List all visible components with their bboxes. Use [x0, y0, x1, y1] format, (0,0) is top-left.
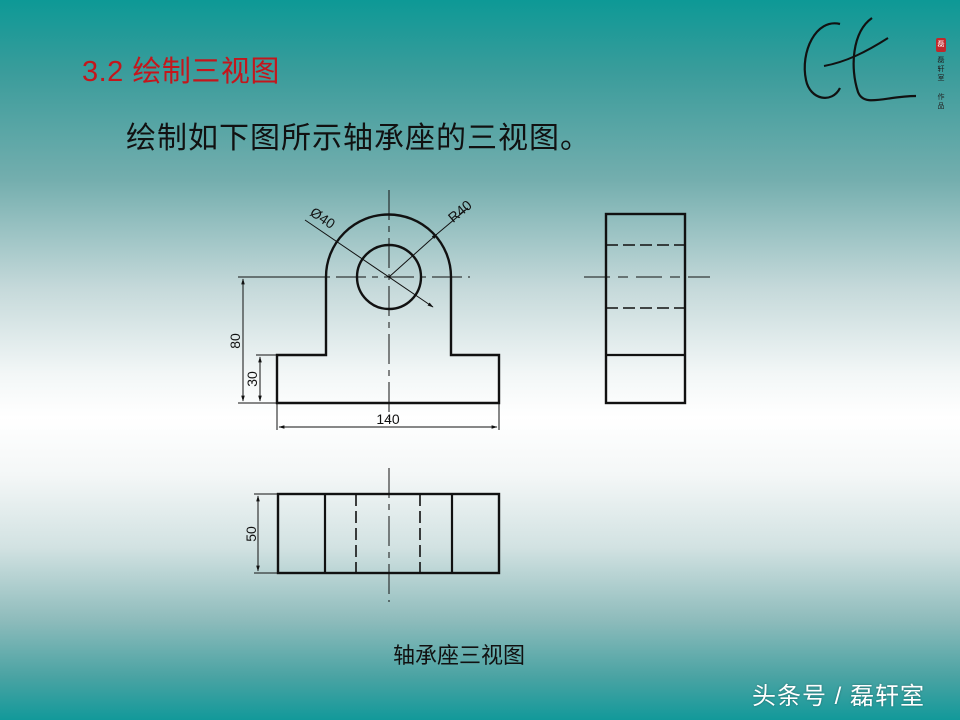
dim-depth: 50: [243, 526, 259, 542]
section-title: 3.2 绘制三视图: [82, 56, 280, 88]
logo-char: 轩: [937, 66, 945, 73]
logo-side-text: 磊 磊 轩 室 作 品: [934, 38, 948, 111]
instruction-text: 绘制如下图所示轴承座的三视图。: [126, 121, 591, 156]
watermark: 头条号 / 磊轩室: [752, 683, 926, 710]
front-view: [238, 190, 501, 430]
logo-char: 品: [937, 103, 945, 110]
dim-base-height: 30: [244, 371, 260, 387]
dim-total-height: 80: [227, 333, 243, 349]
front-view-dimensions: 80 30 140 Ø40 R40: [227, 197, 475, 427]
logo-char: 磊: [937, 57, 945, 64]
side-view: [584, 212, 710, 405]
dim-diameter: Ø40: [307, 204, 338, 232]
logo-ch-icon: [803, 17, 917, 102]
top-view: [254, 468, 501, 602]
drawing-caption: 轴承座三视图: [393, 644, 526, 669]
dim-width: 140: [376, 411, 400, 427]
logo-char: 室: [937, 75, 945, 82]
logo-char: 作: [937, 94, 945, 101]
seal-icon: 磊: [936, 38, 946, 52]
dim-radius: R40: [445, 197, 475, 226]
